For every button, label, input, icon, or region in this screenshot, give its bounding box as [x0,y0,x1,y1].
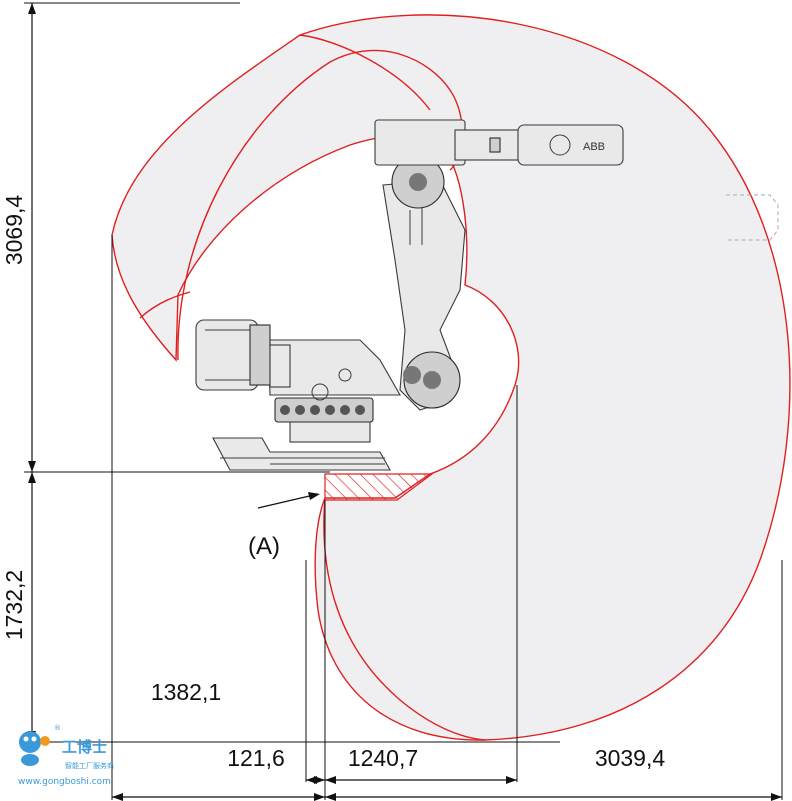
dim-offset-small: 121,6 [227,745,285,771]
dim-height-lower: 1732,2 [1,570,27,640]
abb-logo: ABB [583,141,605,153]
callout-a-label: (A) [248,533,280,560]
watermark: ® 工博士 智能工厂服务商 www.gongboshi.com [18,724,114,787]
watermark-url: www.gongboshi.com [18,777,111,787]
outer-top-arc [299,34,431,111]
registered-mark: ® [54,724,61,732]
tool-outline [726,194,779,241]
base-bolts [280,405,365,415]
inner-reach-arc [177,49,463,361]
inner-reach-arc-2 [139,291,191,319]
watermark-chinese-name: 工博士 [62,738,107,756]
mascot-icon [19,731,50,766]
dimension-lines [24,2,783,801]
dim-reach-rear: 1382,1 [151,679,221,705]
robot-upper-arm [374,119,466,166]
dim-reach-front: 3039,4 [595,745,666,771]
dimension-labels: 3069,4 1732,2 1382,1 121,6 1240,7 3039,4… [1,195,665,771]
robot-base-plate [212,437,391,471]
robot-arm-drawing: ABB [195,119,779,471]
dim-height-upper: 3069,4 [1,195,27,266]
dim-offset-mid: 1240,7 [348,745,418,771]
foundation-hatch [324,473,434,501]
watermark-subtitle: 智能工厂服务商 [65,761,114,770]
working-range-envelope [111,14,791,741]
working-range-area [111,14,791,741]
